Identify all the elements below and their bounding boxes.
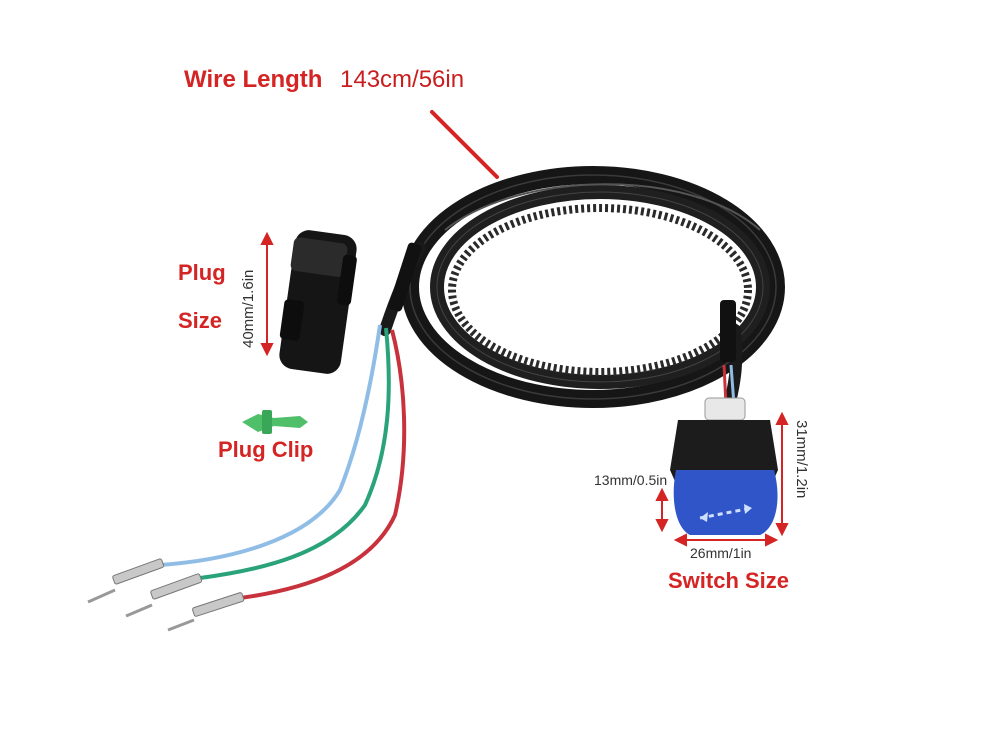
switch-depth-text: 13mm/0.5in	[594, 472, 668, 488]
plug-connector	[279, 230, 357, 374]
plug-size-label-line1: Plug	[178, 260, 226, 285]
plug-clip-label: Plug Clip	[218, 437, 314, 462]
right-heat-shrink	[720, 300, 736, 362]
wire-red	[239, 329, 407, 600]
plug-clip	[242, 410, 308, 434]
wire-green	[199, 327, 391, 580]
plug-size-label-line2: Size	[178, 308, 223, 333]
plug-dimension-text: 40mm/1.6in	[240, 269, 257, 348]
wire-length-label: Wire Length	[184, 66, 323, 93]
switch-width-text: 26mm/1in	[690, 545, 752, 561]
switch-dimension-arrows	[655, 411, 789, 547]
switch-height-text: 31mm/1.2in	[793, 420, 810, 499]
plug-dimension-arrow	[260, 231, 274, 357]
cable-coil	[401, 166, 785, 408]
wire-length-value: 143cm/56in	[340, 66, 465, 93]
switch-body	[670, 397, 778, 535]
switch-size-label: Switch Size	[668, 568, 790, 593]
terminal-pins	[87, 558, 245, 632]
left-heat-shrink	[388, 242, 422, 312]
wire-length-pointer	[430, 110, 499, 179]
wire-blue	[159, 324, 382, 567]
